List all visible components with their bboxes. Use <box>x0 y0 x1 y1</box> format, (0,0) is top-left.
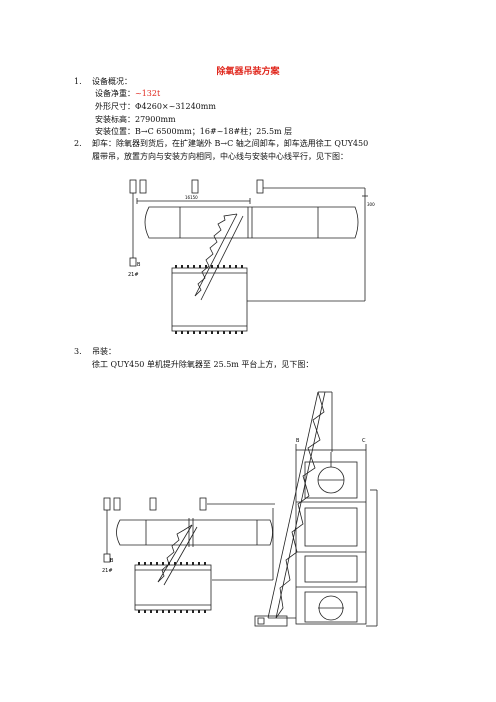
weight-label: 设备净重： <box>95 89 135 98</box>
fig1-column-label: 21# <box>128 272 139 278</box>
weight-value: ~132t <box>135 89 161 98</box>
figure-unloading-diagram: 16150 3000 B 21# <box>128 179 375 334</box>
crane-track-pads-2 <box>138 562 206 613</box>
fig2-column-label: 21# <box>102 568 113 574</box>
figure-lifting-diagram: B C B 21# <box>102 391 378 627</box>
fig1-axis-b: B <box>137 262 141 268</box>
section-3-number: 3. <box>74 347 82 356</box>
crane-track-pads <box>175 265 243 334</box>
equipment-elevation: 安装标高：27900mm <box>95 115 176 124</box>
section-1-heading: 设备概况： <box>92 77 132 86</box>
section-2-line-1: 卸车：除氧器到货后，在扩建端外 B→C 轴之间卸车，卸车选用徐工 QUY450 <box>92 139 369 148</box>
fig2-axis-c: C <box>362 438 366 444</box>
fig2-axis-b: B <box>296 438 300 444</box>
section-3-heading: 吊装： <box>92 347 116 356</box>
fig1-dim-right: 3000 <box>367 202 375 207</box>
equipment-weight: 设备净重：~132t <box>95 89 160 99</box>
fig2-axis-b-left: B <box>110 558 114 564</box>
section-2-line-2: 履带吊，放置方向与安装方向相同，中心线与安装中心线平行，见下图： <box>92 152 348 161</box>
section-1-number: 1. <box>74 77 82 86</box>
equipment-position: 安装位置：B→C 6500mm；16#~18#柱；25.5m 层 <box>95 127 293 136</box>
equipment-dimension: 外形尺寸：Φ4260×~31240mm <box>95 102 216 111</box>
document-title: 除氧器吊装方案 <box>216 67 280 77</box>
section-3-line-1: 徐工 QUY450 单机提升除氧器至 25.5m 平台上方，见下图： <box>92 360 314 369</box>
section-2-number: 2. <box>74 139 82 148</box>
fig1-dim-top: 16150 <box>185 195 198 200</box>
